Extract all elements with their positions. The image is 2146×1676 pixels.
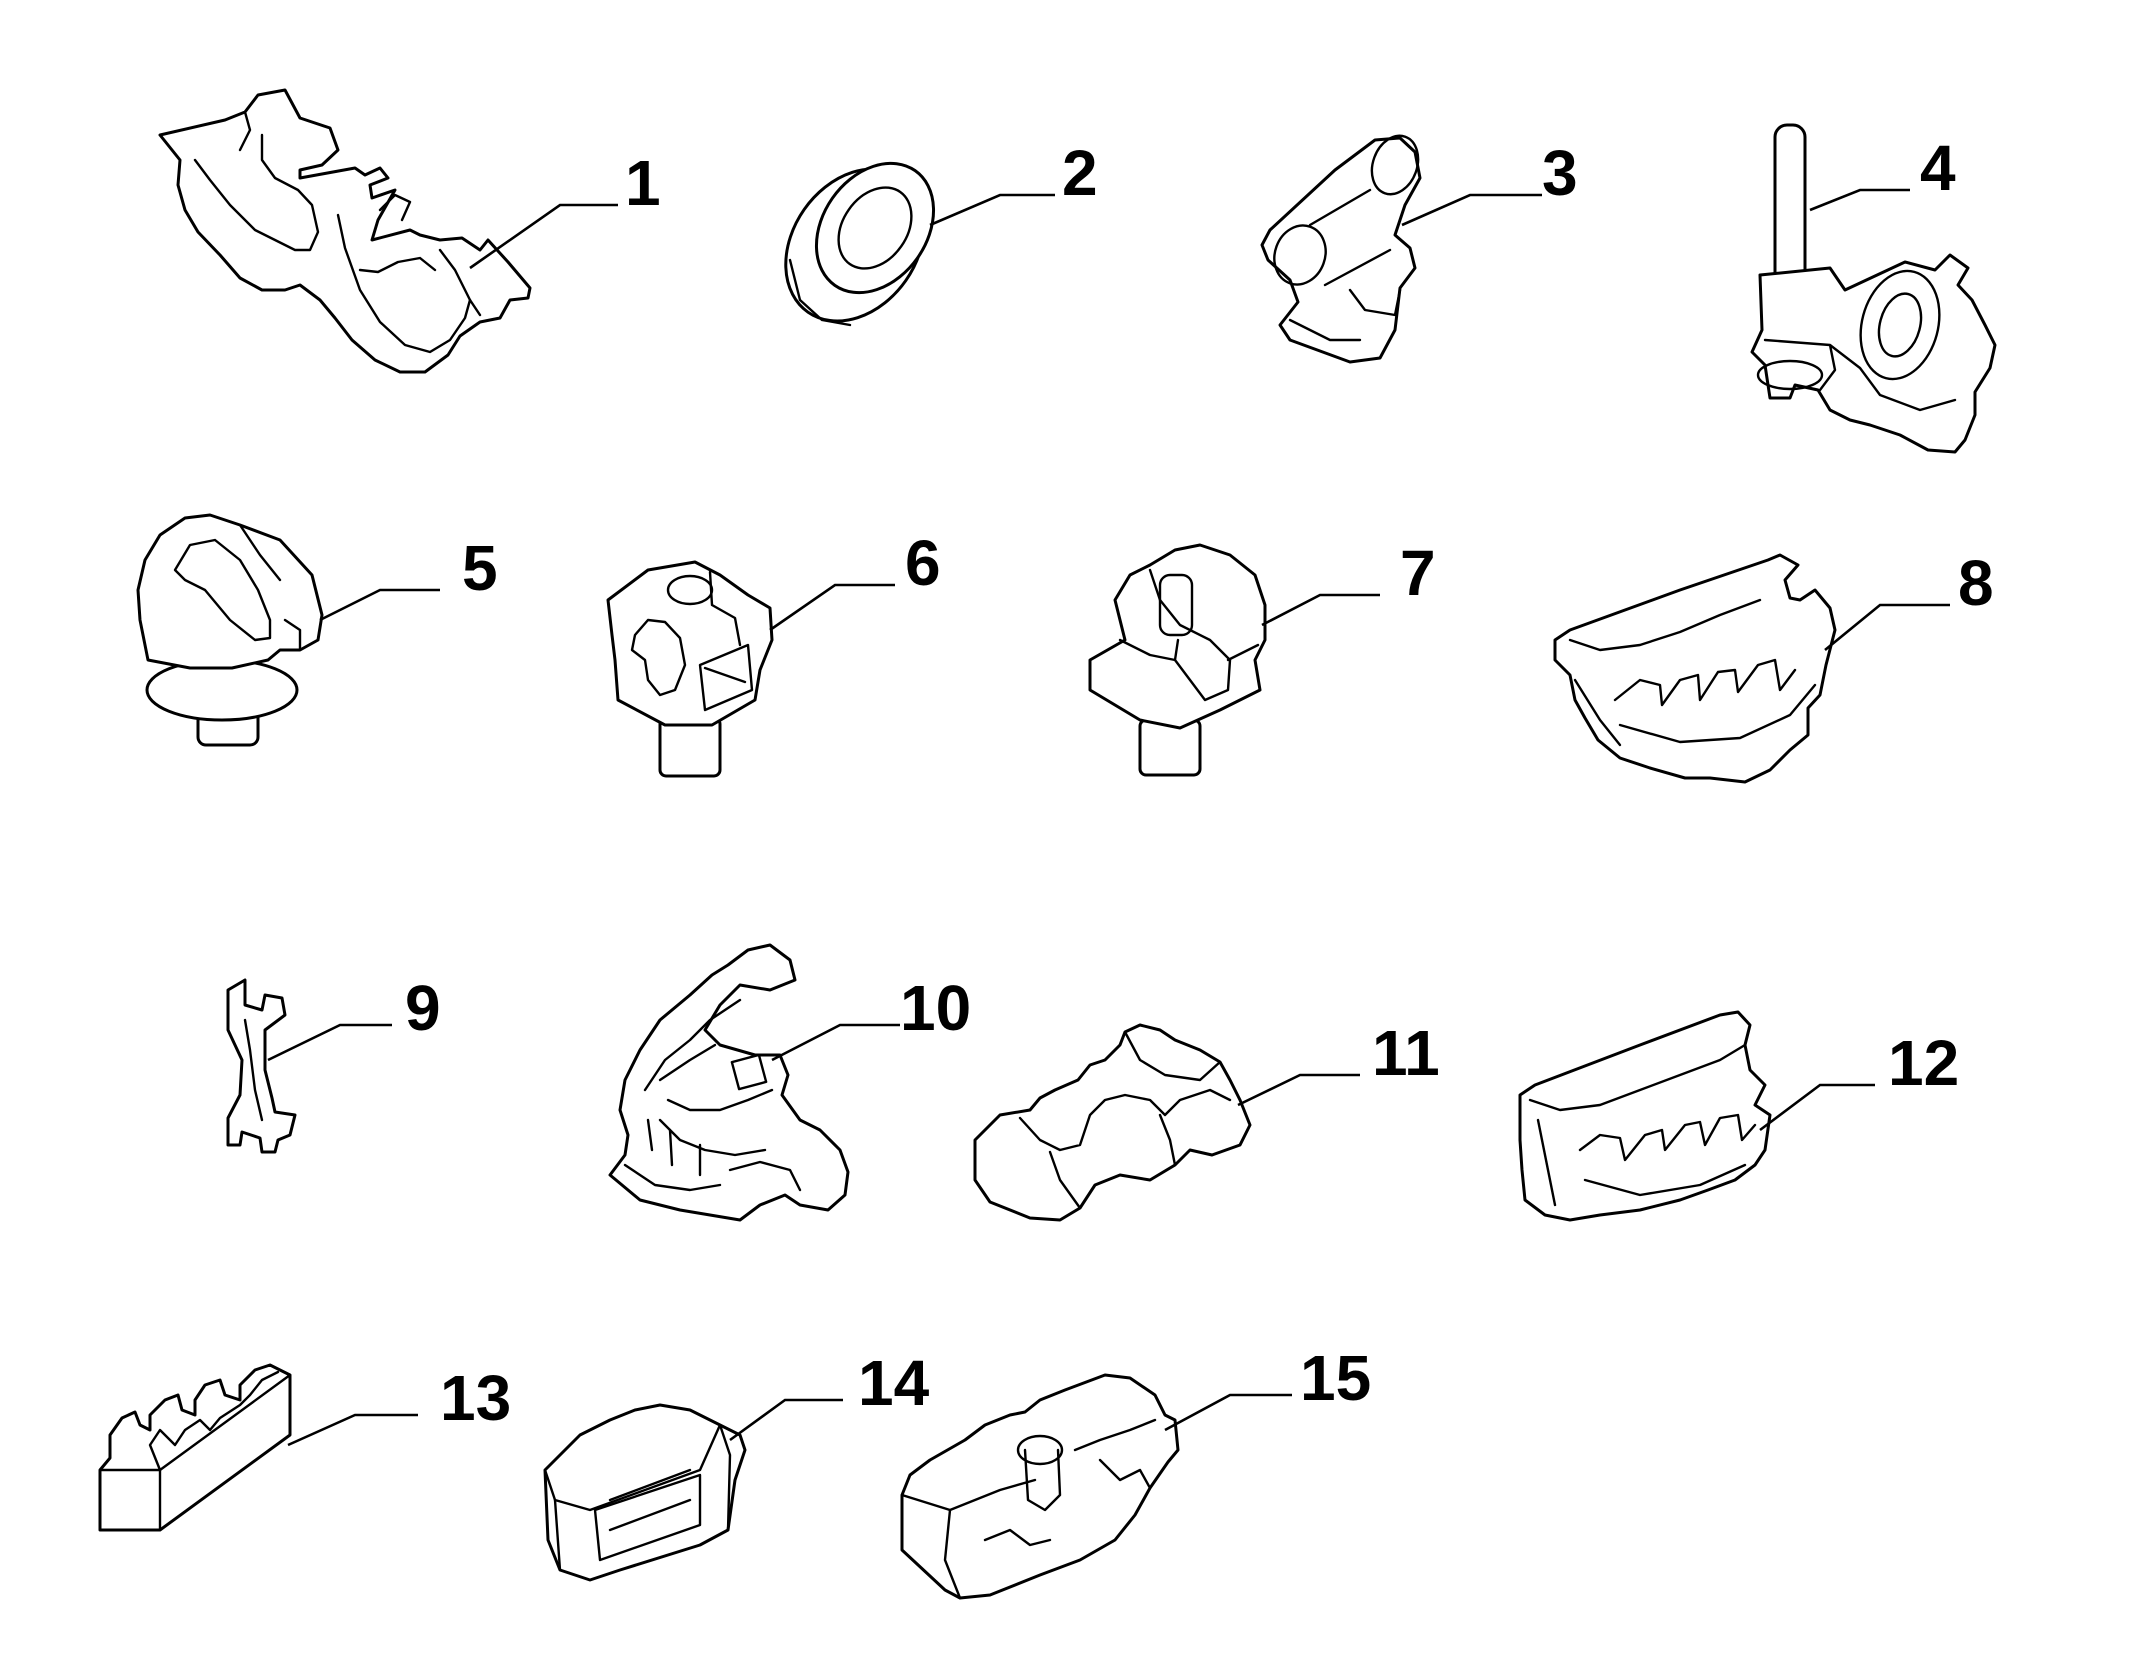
callout-label: 10 bbox=[900, 972, 971, 1044]
callout-12: 12 bbox=[1759, 1027, 1959, 1132]
callout-5: 5 bbox=[319, 532, 498, 622]
callout-label: 3 bbox=[1542, 137, 1578, 209]
callout-label: 2 bbox=[1062, 137, 1098, 209]
part-14-box-connector bbox=[543, 1403, 747, 1582]
callout-2: 2 bbox=[929, 137, 1098, 227]
callout-label: 11 bbox=[1372, 1017, 1440, 1089]
callout-label: 4 bbox=[1920, 132, 1956, 204]
callout-label: 15 bbox=[1300, 1342, 1371, 1414]
callout-label: 5 bbox=[462, 532, 498, 604]
callout-label: 13 bbox=[440, 1362, 511, 1434]
part-2-grommet bbox=[784, 161, 936, 327]
part-13-comb-holder bbox=[98, 1363, 292, 1532]
part-6-post-clip bbox=[606, 560, 774, 778]
part-12-pipe-holder bbox=[1518, 1010, 1772, 1222]
callout-6: 6 bbox=[769, 527, 941, 632]
part-4-stud-clip bbox=[1750, 123, 1997, 454]
callout-label: 7 bbox=[1400, 537, 1436, 609]
callout-label: 8 bbox=[1958, 547, 1994, 619]
callout-11: 11 bbox=[1237, 1017, 1440, 1107]
callout-15: 15 bbox=[1164, 1342, 1371, 1432]
callout-7: 7 bbox=[1261, 537, 1436, 627]
part-10-mount-clip bbox=[608, 943, 850, 1222]
callout-13: 13 bbox=[287, 1362, 511, 1447]
callout-10: 10 bbox=[771, 972, 971, 1062]
callout-14: 14 bbox=[729, 1347, 930, 1442]
part-3-barrel-clip bbox=[1260, 134, 1422, 364]
callout-label: 6 bbox=[905, 527, 941, 599]
callout-3: 3 bbox=[1401, 137, 1578, 227]
part-5-eyelet bbox=[136, 513, 324, 747]
callout-8: 8 bbox=[1824, 547, 1994, 652]
callout-1: 1 bbox=[469, 147, 661, 270]
callout-label: 12 bbox=[1888, 1027, 1959, 1099]
callout-label: 1 bbox=[625, 147, 661, 219]
part-1-cable-clip bbox=[158, 88, 532, 374]
part-15-double-connector bbox=[900, 1373, 1180, 1600]
part-7-u-clip bbox=[1088, 543, 1267, 777]
part-9-bracket bbox=[226, 978, 297, 1154]
callout-4: 4 bbox=[1809, 132, 1956, 212]
callout-label: 9 bbox=[405, 972, 441, 1044]
part-8-pipe-holder bbox=[1553, 553, 1837, 784]
callout-label: 14 bbox=[858, 1347, 930, 1419]
part-11-triple-clip bbox=[973, 1023, 1252, 1222]
callout-9: 9 bbox=[267, 972, 441, 1062]
